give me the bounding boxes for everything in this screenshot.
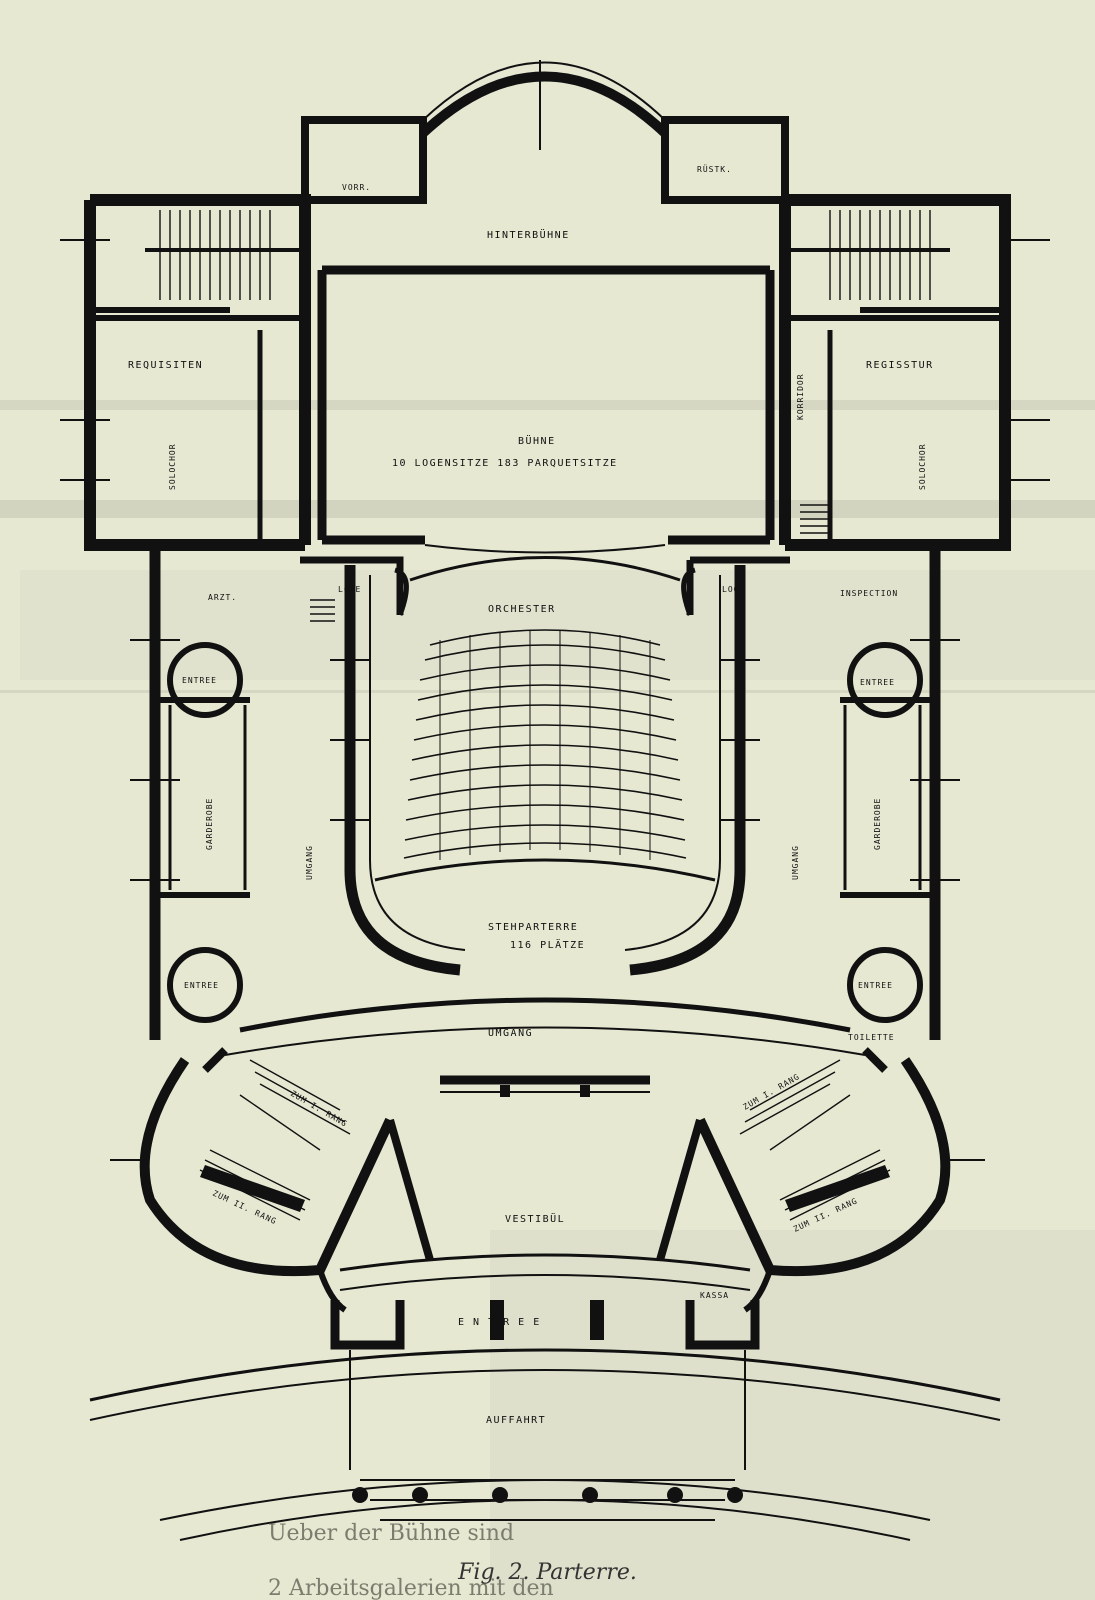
label-auffahrt: AUFFAHRT [486, 1415, 546, 1426]
label-requisiten: REQUISITEN [128, 360, 203, 371]
label-solochor-left: SOLOCHOR [168, 443, 177, 490]
page-text-line-1: Ueber der Bühne sind [268, 1521, 514, 1546]
label-entree-main: E N T R E E [458, 1317, 541, 1328]
entree-arc [339, 1253, 751, 1272]
label-vestibuel: VESTIBÜL [505, 1212, 565, 1225]
bleed-through [0, 400, 1095, 1600]
seat-ticks [439, 630, 651, 860]
label-registur: REGISSTUR [866, 360, 934, 371]
label-entree-bottom-left: ENTREE [184, 981, 219, 990]
label-inspection: INSPECTION [840, 589, 898, 598]
label-entree-bottom-right: ENTREE [858, 981, 893, 990]
label-garderobe-right: GARDEROBE [873, 798, 882, 850]
auditorium-right-wall [629, 565, 746, 976]
umgang-front [239, 997, 851, 1033]
left-stair-hall [139, 1057, 395, 1277]
label-toilette: TOILETTE [848, 1033, 895, 1042]
label-plaetze: 116 PLÄTZE [510, 938, 585, 951]
columns [352, 1085, 743, 1503]
page-text-line-2: 2 Arbeitsgalerien mit den [268, 1576, 554, 1600]
walls [84, 61, 1011, 1541]
label-loge-right: LOGE [722, 585, 745, 594]
label-kassa: KASSA [700, 1291, 729, 1300]
auditorium-left-wall [344, 565, 461, 976]
right-stair-hall [695, 1057, 951, 1277]
label-zum-i-rang-left: ZUM I. RANG [289, 1089, 349, 1129]
round-rooms [167, 642, 923, 1023]
stair-runs [200, 1165, 890, 1212]
label-orchester: ORCHESTER [488, 604, 556, 615]
label-stehparterre: STEHPARTERRE [488, 922, 578, 933]
right-wing-outer [785, 194, 1011, 551]
label-zum-i-rang-right: ZUM I. RANG [742, 1072, 802, 1112]
stage-walls [299, 200, 791, 545]
window-marks [60, 60, 1050, 1161]
label-umgang-right: UMGANG [791, 845, 800, 880]
label-loge-left: LOGE [338, 585, 361, 594]
label-entree-top-left: ENTREE [182, 676, 217, 685]
label-rustk: RÜSTK. [697, 164, 732, 174]
label-arzt: ARZT. [208, 593, 237, 602]
label-solochor-right: SOLOCHOR [918, 443, 927, 490]
auffahrt-road [89, 1348, 1001, 1402]
label-entree-top-right: ENTREE [860, 678, 895, 687]
orchestra-rail [409, 556, 681, 582]
label-buehne: BÜHNE [518, 434, 556, 447]
figure-caption: Fig. 2. Parterre. [458, 1560, 637, 1585]
label-vorr: VORR. [342, 183, 371, 192]
label-umgang-left: UMGANG [305, 845, 314, 880]
label-hinterbuehne: HINTERBÜHNE [487, 228, 570, 241]
vestibule-walls [386, 1118, 704, 1262]
label-logensitze: 10 LOGENSITZE 183 PARQUETSITZE [392, 458, 618, 469]
label-korridor: KORRIDOR [796, 373, 805, 420]
apse-wall [419, 71, 669, 137]
label-garderobe-left: GARDEROBE [205, 798, 214, 850]
label-umgang-bottom: UMGANG [488, 1028, 533, 1039]
stairs [159, 210, 931, 1221]
